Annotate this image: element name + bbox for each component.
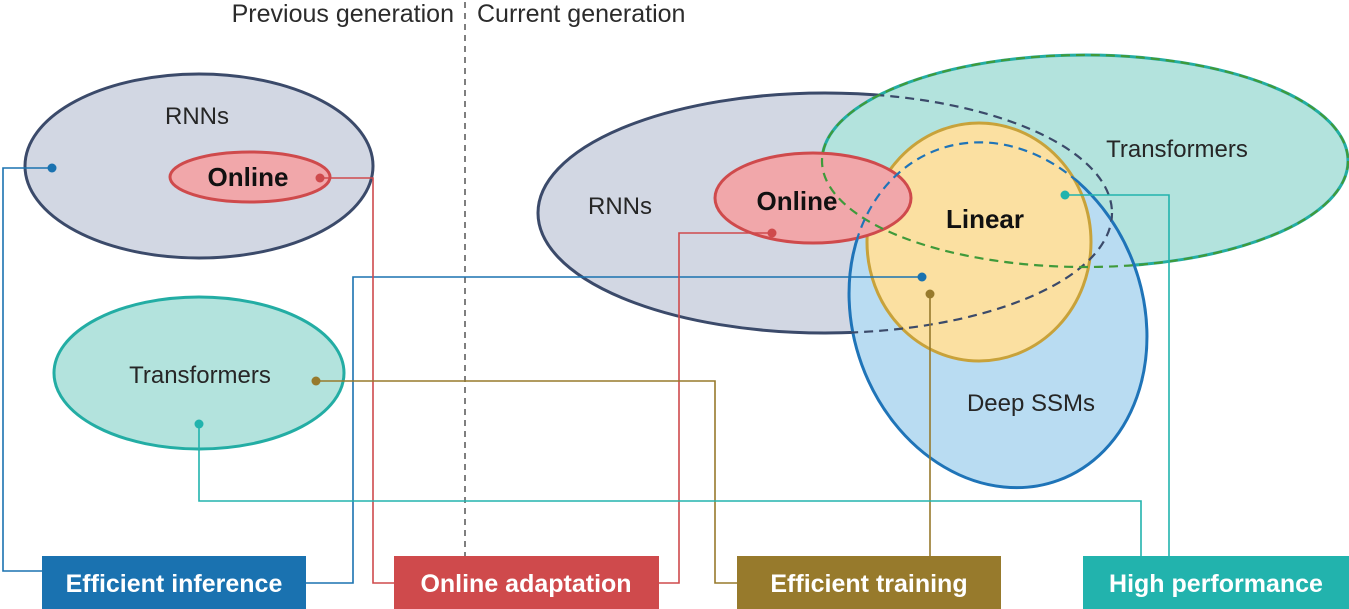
online-adaptation-box [394,556,659,609]
prev-transformers-label: Transformers [129,362,271,389]
efficient-training-connector-prev [316,380,737,584]
high-performance-label: High performance [1109,570,1323,598]
high-performance-box [1083,556,1349,609]
curr-rnns-label: RNNs [588,193,652,220]
high-performance-dot-prev [194,419,204,429]
curr-transformers-dashed-outline [820,53,1349,269]
high-performance-connector-prev [198,424,1142,556]
curr-rnns-dashed-outline [536,91,1114,335]
efficient-training-dot-prev [311,376,321,386]
online-adaptation-label: Online adaptation [420,570,631,598]
current-generation-header: Current generation [477,0,685,28]
prev-rnns-label: RNNs [165,103,229,130]
efficient-inference-connector-curr [306,276,922,584]
efficient-inference-connector-prev [2,167,52,572]
prev-online-ellipse [168,150,332,204]
curr-online-ellipse [713,151,913,245]
efficient-inference-box [42,556,306,609]
prev-online-label: Online [208,162,289,192]
curr-deep-ssms-dashed-outline [847,141,1149,489]
previous-generation-header: Previous generation [232,0,454,28]
high-performance-dot-curr [1060,190,1070,200]
curr-online-label: Online [757,186,838,216]
curr-deep-ssms-label: Deep SSMs [967,390,1095,417]
curr-transformers-label: Transformers [1106,136,1248,163]
high-performance-connector-curr [1065,194,1170,556]
efficient-inference-label: Efficient inference [66,570,283,598]
efficient-training-label: Efficient training [770,570,967,598]
online-adaptation-dot-prev [315,173,325,183]
online-adaptation-connector-curr [659,232,772,584]
efficient-inference-dot-curr [917,272,927,282]
curr-linear-ellipse [865,121,1093,363]
efficient-training-box [737,556,1001,609]
online-adaptation-dot-curr [767,228,777,238]
efficient-inference-dot-prev [47,163,57,173]
efficient-training-dot-curr [925,289,935,299]
curr-linear-label: Linear [946,204,1024,234]
